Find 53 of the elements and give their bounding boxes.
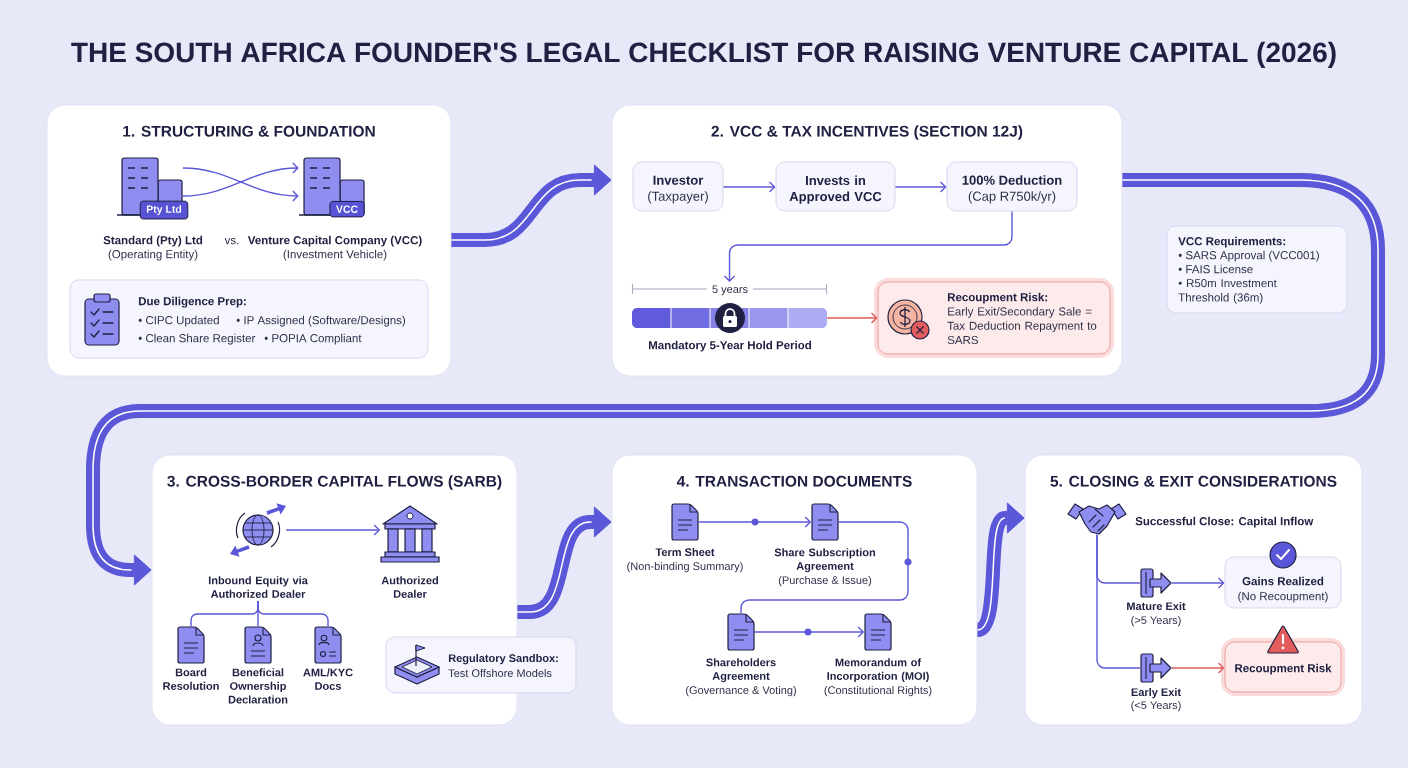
- node-label: (Governance & Voting): [686, 686, 796, 697]
- node-label: (Investment Vehicle): [283, 249, 387, 261]
- arrow: [285, 524, 381, 536]
- bullet-item: • Clean Share Register: [138, 333, 256, 345]
- arrow: [826, 312, 878, 324]
- node-label: Board Resolution: [163, 668, 219, 690]
- bullet-item: • POPIA Compliant: [264, 333, 362, 345]
- node-label: Authorized Dealer: [381, 576, 438, 598]
- node-label: Term Sheet: [655, 548, 715, 557]
- node-label: Standard (Pty) Ltd: [103, 235, 203, 247]
- arrow: [1171, 577, 1225, 589]
- node-label: Inbound Equity via Authorized Dealer: [208, 576, 308, 598]
- node-label: (>5 Years): [1131, 616, 1181, 627]
- process-box: Investor (Taxpayer): [632, 161, 724, 212]
- node-label: (<5 Years): [1131, 701, 1181, 712]
- bullet-item: • SARS Approval (VCC001): [1178, 250, 1319, 262]
- node-label: (Non-binding Summary): [627, 562, 743, 573]
- node-label: Venture Capital Company (VCC): [247, 235, 422, 247]
- label: vs.: [224, 237, 239, 245]
- result-box: Gains Realized (No Recoupment): [1224, 556, 1342, 609]
- flow-arrow: [450, 164, 612, 247]
- arrow: [182, 162, 299, 202]
- info-box: Regulatory Sandbox: Test Offshore Models: [385, 636, 577, 694]
- flow-arrow: [516, 506, 612, 619]
- connector-line: [1096, 534, 1141, 669]
- node-label: Mature Exit: [1127, 602, 1186, 611]
- bullet-item: • CIPC Updated: [138, 315, 219, 327]
- arrow: [722, 181, 776, 193]
- node-label: AML/KYC Docs: [303, 668, 353, 690]
- bullet-item: • FAIS License: [1178, 264, 1253, 274]
- flow-arrow: [974, 502, 1025, 637]
- warning-box: Recoupment Risk: Early Exit/Secondary Sale = Tax Deduction Repayment to SARS: [874, 278, 1114, 358]
- node-label: Memorandum of Incorporation (MOI): [827, 658, 929, 683]
- node-label: Successful Close: Capital Inflow: [1135, 516, 1314, 528]
- node-label: (Operating Entity): [108, 249, 198, 261]
- process-box: 100% Deduction (Cap R750k/yr): [946, 161, 1078, 212]
- node-label: Beneficial Ownership Declaration: [228, 668, 288, 704]
- bullet-item: • IP Assigned (Software/Designs): [236, 315, 406, 327]
- node-label: Shareholders Agreement: [706, 658, 776, 683]
- title: THE SOUTH AFRICA FOUNDER'S LEGAL CHECKLIST FOR RAISING VENTURE CAPITAL (2026): [71, 41, 1336, 68]
- node-label: Share Subscription Agreement: [774, 548, 876, 573]
- node-label: Mandatory 5-Year Hold Period: [649, 340, 812, 352]
- arrow: [1171, 662, 1225, 674]
- node-label: Early Exit: [1131, 688, 1181, 699]
- node-label: (Constitutional Rights): [824, 686, 932, 697]
- node-label: (Purchase & Issue): [778, 576, 872, 587]
- arrow: [894, 181, 947, 193]
- badge: VCC: [329, 200, 365, 218]
- arrow: [723, 210, 1013, 282]
- connector-line: [257, 600, 329, 627]
- process-box: Invests in Approved VCC: [775, 161, 896, 212]
- bullet-item: • R50m Investment Threshold (36m): [1178, 279, 1277, 304]
- warning-box: Recoupment Risk: [1221, 638, 1345, 696]
